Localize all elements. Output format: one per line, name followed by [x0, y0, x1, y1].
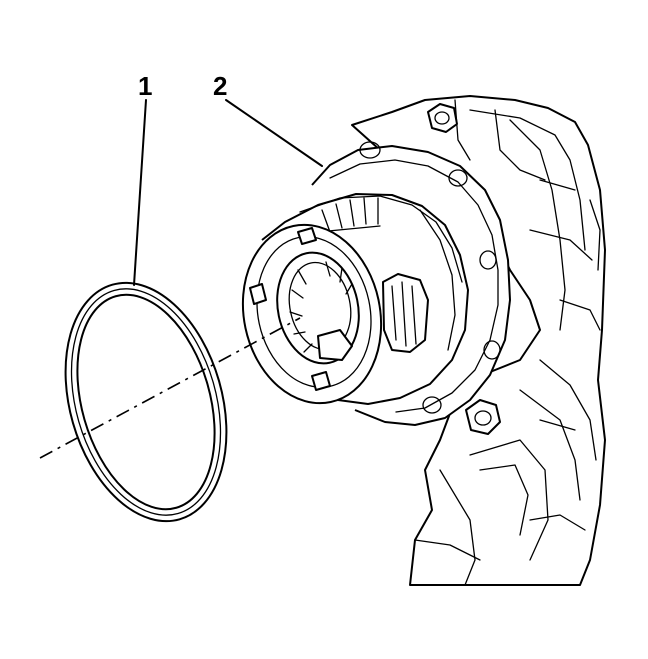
callout-2-label: 2 [213, 71, 227, 101]
bolt-bottom [465, 399, 501, 435]
bearing-assembly [241, 193, 469, 405]
bolt-top [427, 103, 458, 133]
callout-2-leader [225, 99, 323, 167]
callout-1-leader [133, 99, 147, 286]
seal-ring [64, 281, 228, 523]
callout-1-label: 1 [138, 71, 152, 101]
axle-housing [351, 95, 606, 586]
